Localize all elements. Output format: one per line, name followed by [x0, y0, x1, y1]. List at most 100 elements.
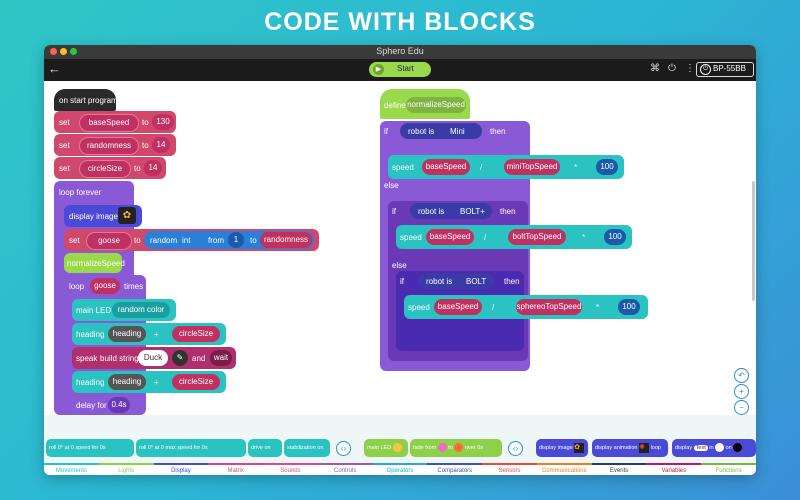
scroll-palette-icon[interactable]: ‹› — [336, 441, 351, 456]
function-name[interactable]: normalizeSpeed — [406, 97, 466, 113]
heading-block[interactable]: heading heading + circleSize — [72, 371, 226, 393]
undo-icon[interactable]: ↶ — [734, 368, 749, 383]
robot-dropdown[interactable]: BOLT — [466, 277, 487, 286]
fade-block[interactable]: fade from to over 0s — [410, 439, 502, 457]
number-field[interactable]: 100 — [604, 229, 626, 245]
display-image-block[interactable]: display image ✿ — [536, 439, 588, 457]
from-value[interactable]: 1 — [228, 232, 244, 248]
tab-sensors[interactable]: Sensors — [482, 463, 537, 475]
operator-dropdown[interactable]: + — [154, 330, 159, 339]
value-field[interactable]: 14 — [152, 137, 170, 153]
edit-icon[interactable]: ✎ — [172, 350, 188, 366]
robot-is-condition[interactable]: robot is Mini — [400, 123, 482, 139]
zoom-in-icon[interactable]: + — [734, 384, 749, 399]
speed-block[interactable]: speed baseSpeed / sphereoTopSpeed * 100 — [404, 295, 648, 319]
text-color-swatch[interactable] — [715, 443, 725, 453]
main-led-block[interactable]: main LED random color — [72, 299, 176, 321]
value-field[interactable]: 14 — [144, 160, 162, 176]
heading-value[interactable]: heading — [108, 374, 146, 390]
variable-pill[interactable]: baseSpeed — [434, 299, 482, 315]
robot-dropdown[interactable]: Mini — [450, 127, 465, 136]
random-int-block[interactable]: random int from 1 to randomness — [144, 231, 314, 249]
variable-pill[interactable]: boltTopSpeed — [508, 229, 566, 245]
maximize-window-button[interactable] — [70, 48, 77, 55]
variable-dropdown[interactable]: baseSpeed — [79, 114, 139, 132]
operator-dropdown[interactable]: / — [492, 303, 495, 312]
tab-comparators[interactable]: Comparators — [427, 463, 483, 475]
operator-dropdown[interactable]: * — [574, 163, 578, 172]
robot-connection-button[interactable]: ⏻ BP-55BB — [696, 62, 754, 77]
delay-value[interactable]: 0.4s — [108, 397, 130, 413]
operator-dropdown[interactable]: * — [582, 233, 586, 242]
int-dropdown[interactable]: int — [182, 236, 191, 245]
operator-dropdown[interactable]: * — [596, 303, 600, 312]
set-random-block[interactable]: set goose to random int from 1 to random… — [64, 229, 319, 251]
code-canvas[interactable]: on start program set baseSpeed to 130 se… — [44, 81, 756, 415]
heading-block[interactable]: heading heading + circleSize — [72, 323, 226, 345]
matrix-image-icon[interactable]: ✿ — [574, 442, 585, 453]
robot-is-condition[interactable]: robot is BOLT — [418, 273, 494, 289]
speak-block[interactable]: speak build string Duck ✎ and wait — [72, 347, 236, 369]
operator-dropdown[interactable]: + — [154, 378, 159, 387]
robot-is-condition[interactable]: robot is BOLT+ — [410, 203, 492, 219]
animation-icon[interactable]: ✺ — [639, 442, 650, 453]
display-text-block[interactable]: display Text in on — [672, 439, 756, 457]
tab-movements[interactable]: Movements — [44, 463, 99, 475]
vertical-scrollbar[interactable] — [752, 181, 755, 301]
bluetooth-icon[interactable]: ⌘ — [650, 63, 660, 74]
main-led-block[interactable]: main LED — [364, 439, 408, 457]
variable-pill[interactable]: circleSize — [172, 326, 220, 342]
loop-times-block[interactable]: loop goose times — [64, 275, 146, 415]
variable-dropdown[interactable]: goose — [86, 232, 132, 250]
set-variable-block[interactable]: set randomness to 14 — [54, 134, 176, 156]
color-swatch[interactable] — [392, 443, 402, 453]
heading-value[interactable]: heading — [108, 326, 146, 342]
power-icon[interactable]: ⏻ — [668, 63, 676, 74]
roll-max-speed-block[interactable]: roll 0° at 0 max speed for 0s — [136, 439, 246, 457]
tab-controls[interactable]: Controls — [317, 463, 373, 475]
on-start-block[interactable]: on start program — [54, 89, 118, 111]
more-icon[interactable]: ⋮ — [685, 63, 695, 74]
tab-variables[interactable]: Variables — [646, 463, 702, 475]
variable-pill[interactable]: circleSize — [172, 374, 220, 390]
tab-functions[interactable]: Functions — [701, 463, 756, 475]
speed-block[interactable]: speed baseSpeed / miniTopSpeed * 100 — [388, 155, 624, 179]
wait-toggle[interactable]: wait — [210, 350, 232, 366]
close-window-button[interactable] — [50, 48, 57, 55]
tab-events[interactable]: Events — [591, 463, 647, 475]
tab-operators[interactable]: Operators — [372, 463, 428, 475]
scroll-palette-icon[interactable]: ‹› — [508, 441, 523, 456]
start-button[interactable]: ▶ Start — [369, 62, 431, 77]
number-field[interactable]: 100 — [596, 159, 618, 175]
set-variable-block[interactable]: set baseSpeed to 130 — [54, 111, 176, 133]
value-field[interactable]: 130 — [152, 114, 174, 130]
stabilization-block[interactable]: stabilization on — [284, 439, 330, 457]
variable-pill[interactable]: baseSpeed — [422, 159, 470, 175]
delay-block[interactable]: delay for 0.4s — [72, 395, 134, 415]
speed-block[interactable]: speed baseSpeed / boltTopSpeed * 100 — [396, 225, 632, 249]
variable-pill[interactable]: miniTopSpeed — [504, 159, 560, 175]
function-call-block[interactable]: normalizeSpeed — [64, 253, 125, 273]
variable-pill[interactable]: baseSpeed — [426, 229, 474, 245]
display-image-block[interactable]: display image ✿ — [64, 205, 142, 227]
random-color-block[interactable]: random color — [112, 302, 170, 318]
string-field[interactable]: Duck — [138, 350, 168, 366]
number-field[interactable]: 100 — [618, 299, 640, 315]
background-color-swatch[interactable] — [733, 443, 743, 453]
zoom-out-icon[interactable]: − — [734, 400, 749, 415]
variable-pill[interactable]: goose — [90, 278, 120, 294]
operator-dropdown[interactable]: / — [484, 233, 487, 242]
tab-communications[interactable]: Communications — [536, 463, 592, 475]
from-color-swatch[interactable] — [437, 443, 447, 453]
operator-dropdown[interactable]: / — [480, 163, 483, 172]
tab-lights[interactable]: Lights — [98, 463, 154, 475]
robot-dropdown[interactable]: BOLT+ — [460, 207, 485, 216]
variable-pill[interactable]: randomness — [260, 232, 312, 248]
drive-block[interactable]: drive on — [248, 439, 282, 457]
variable-dropdown[interactable]: randomness — [79, 137, 139, 155]
define-function-block[interactable]: define normalizeSpeed — [380, 89, 470, 119]
text-field[interactable]: Text — [693, 445, 708, 451]
tab-matrix[interactable]: Matrix — [208, 463, 264, 475]
to-color-swatch[interactable] — [454, 443, 464, 453]
tab-display[interactable]: Display — [153, 463, 209, 475]
